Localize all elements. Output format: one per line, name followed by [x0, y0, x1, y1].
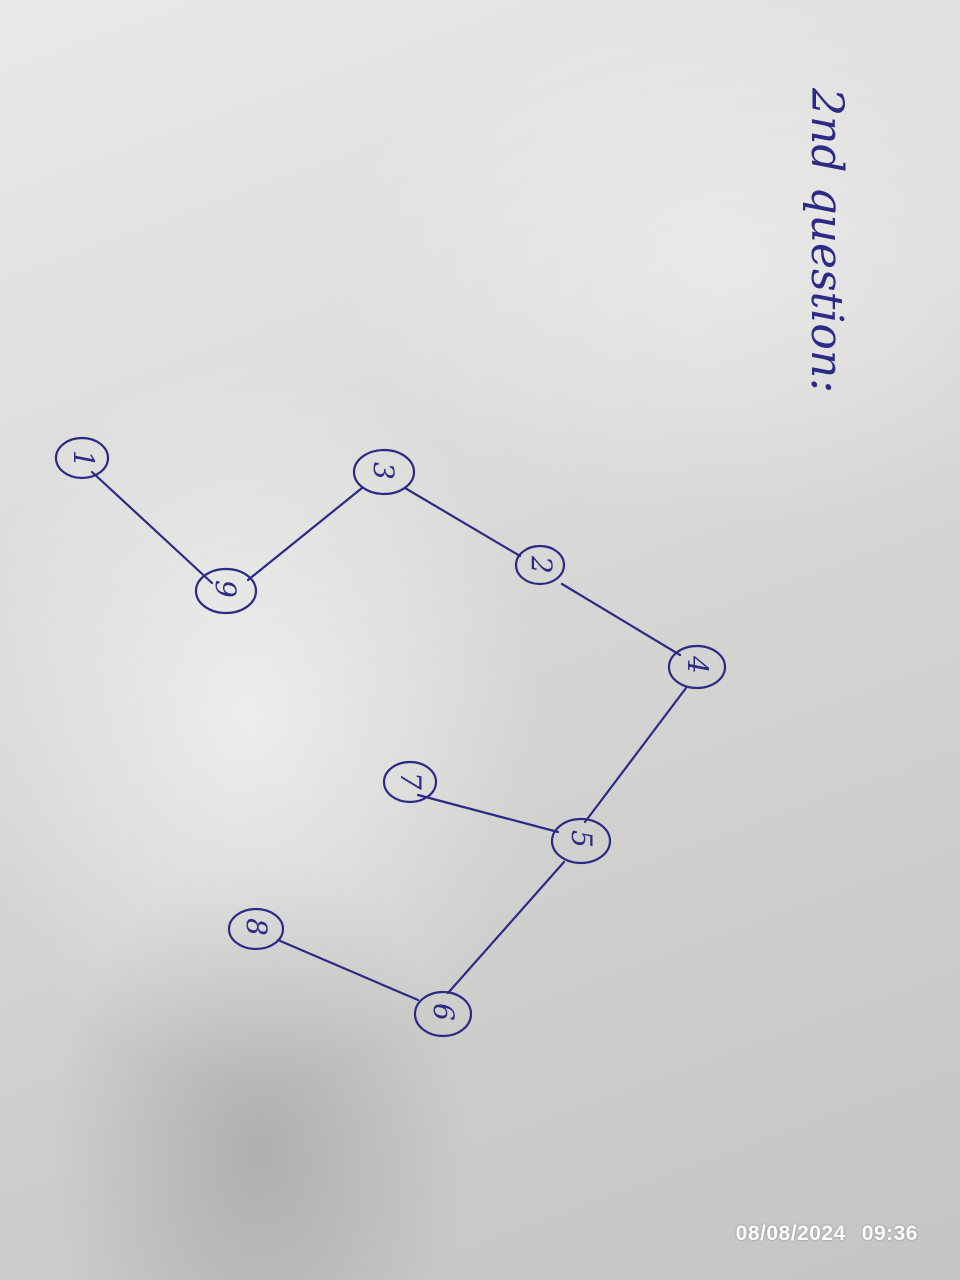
svg-text:6: 6 [427, 1003, 460, 1021]
edge-3-2 [403, 486, 522, 558]
node-9: 9 [194, 567, 258, 615]
node-3: 3 [352, 448, 416, 496]
photo-timestamp: 08/08/2024 09:36 [736, 1222, 918, 1246]
edge-9-3 [246, 486, 364, 582]
svg-text:3: 3 [367, 462, 400, 480]
heading-text: 2nd question: [801, 87, 852, 393]
edge-5-6 [446, 860, 566, 995]
graph-nodes: 1 9 3 2 4 7 5 [54, 436, 727, 1038]
edge-6-8 [276, 938, 420, 1002]
svg-text:8: 8 [240, 918, 273, 936]
node-1: 1 [54, 436, 110, 480]
node-7: 7 [382, 760, 438, 804]
node-6: 6 [413, 990, 473, 1038]
node-8: 8 [227, 907, 285, 951]
edge-1-9 [90, 470, 214, 585]
svg-text:2: 2 [525, 555, 558, 574]
edge-4-5 [583, 686, 688, 824]
node-2: 2 [514, 544, 566, 586]
svg-text:7: 7 [394, 772, 427, 790]
svg-text:9: 9 [209, 580, 242, 598]
node-5: 5 [550, 817, 612, 865]
node-4: 4 [667, 644, 727, 690]
svg-text:4: 4 [681, 655, 714, 674]
graph-edges [90, 470, 688, 1002]
timestamp-date: 08/08/2024 [735, 1222, 846, 1245]
svg-text:5: 5 [565, 830, 598, 848]
edge-2-4 [560, 582, 682, 657]
timestamp-time: 09:36 [861, 1222, 918, 1245]
edge-5-7 [416, 793, 560, 834]
svg-text:1: 1 [67, 450, 100, 468]
